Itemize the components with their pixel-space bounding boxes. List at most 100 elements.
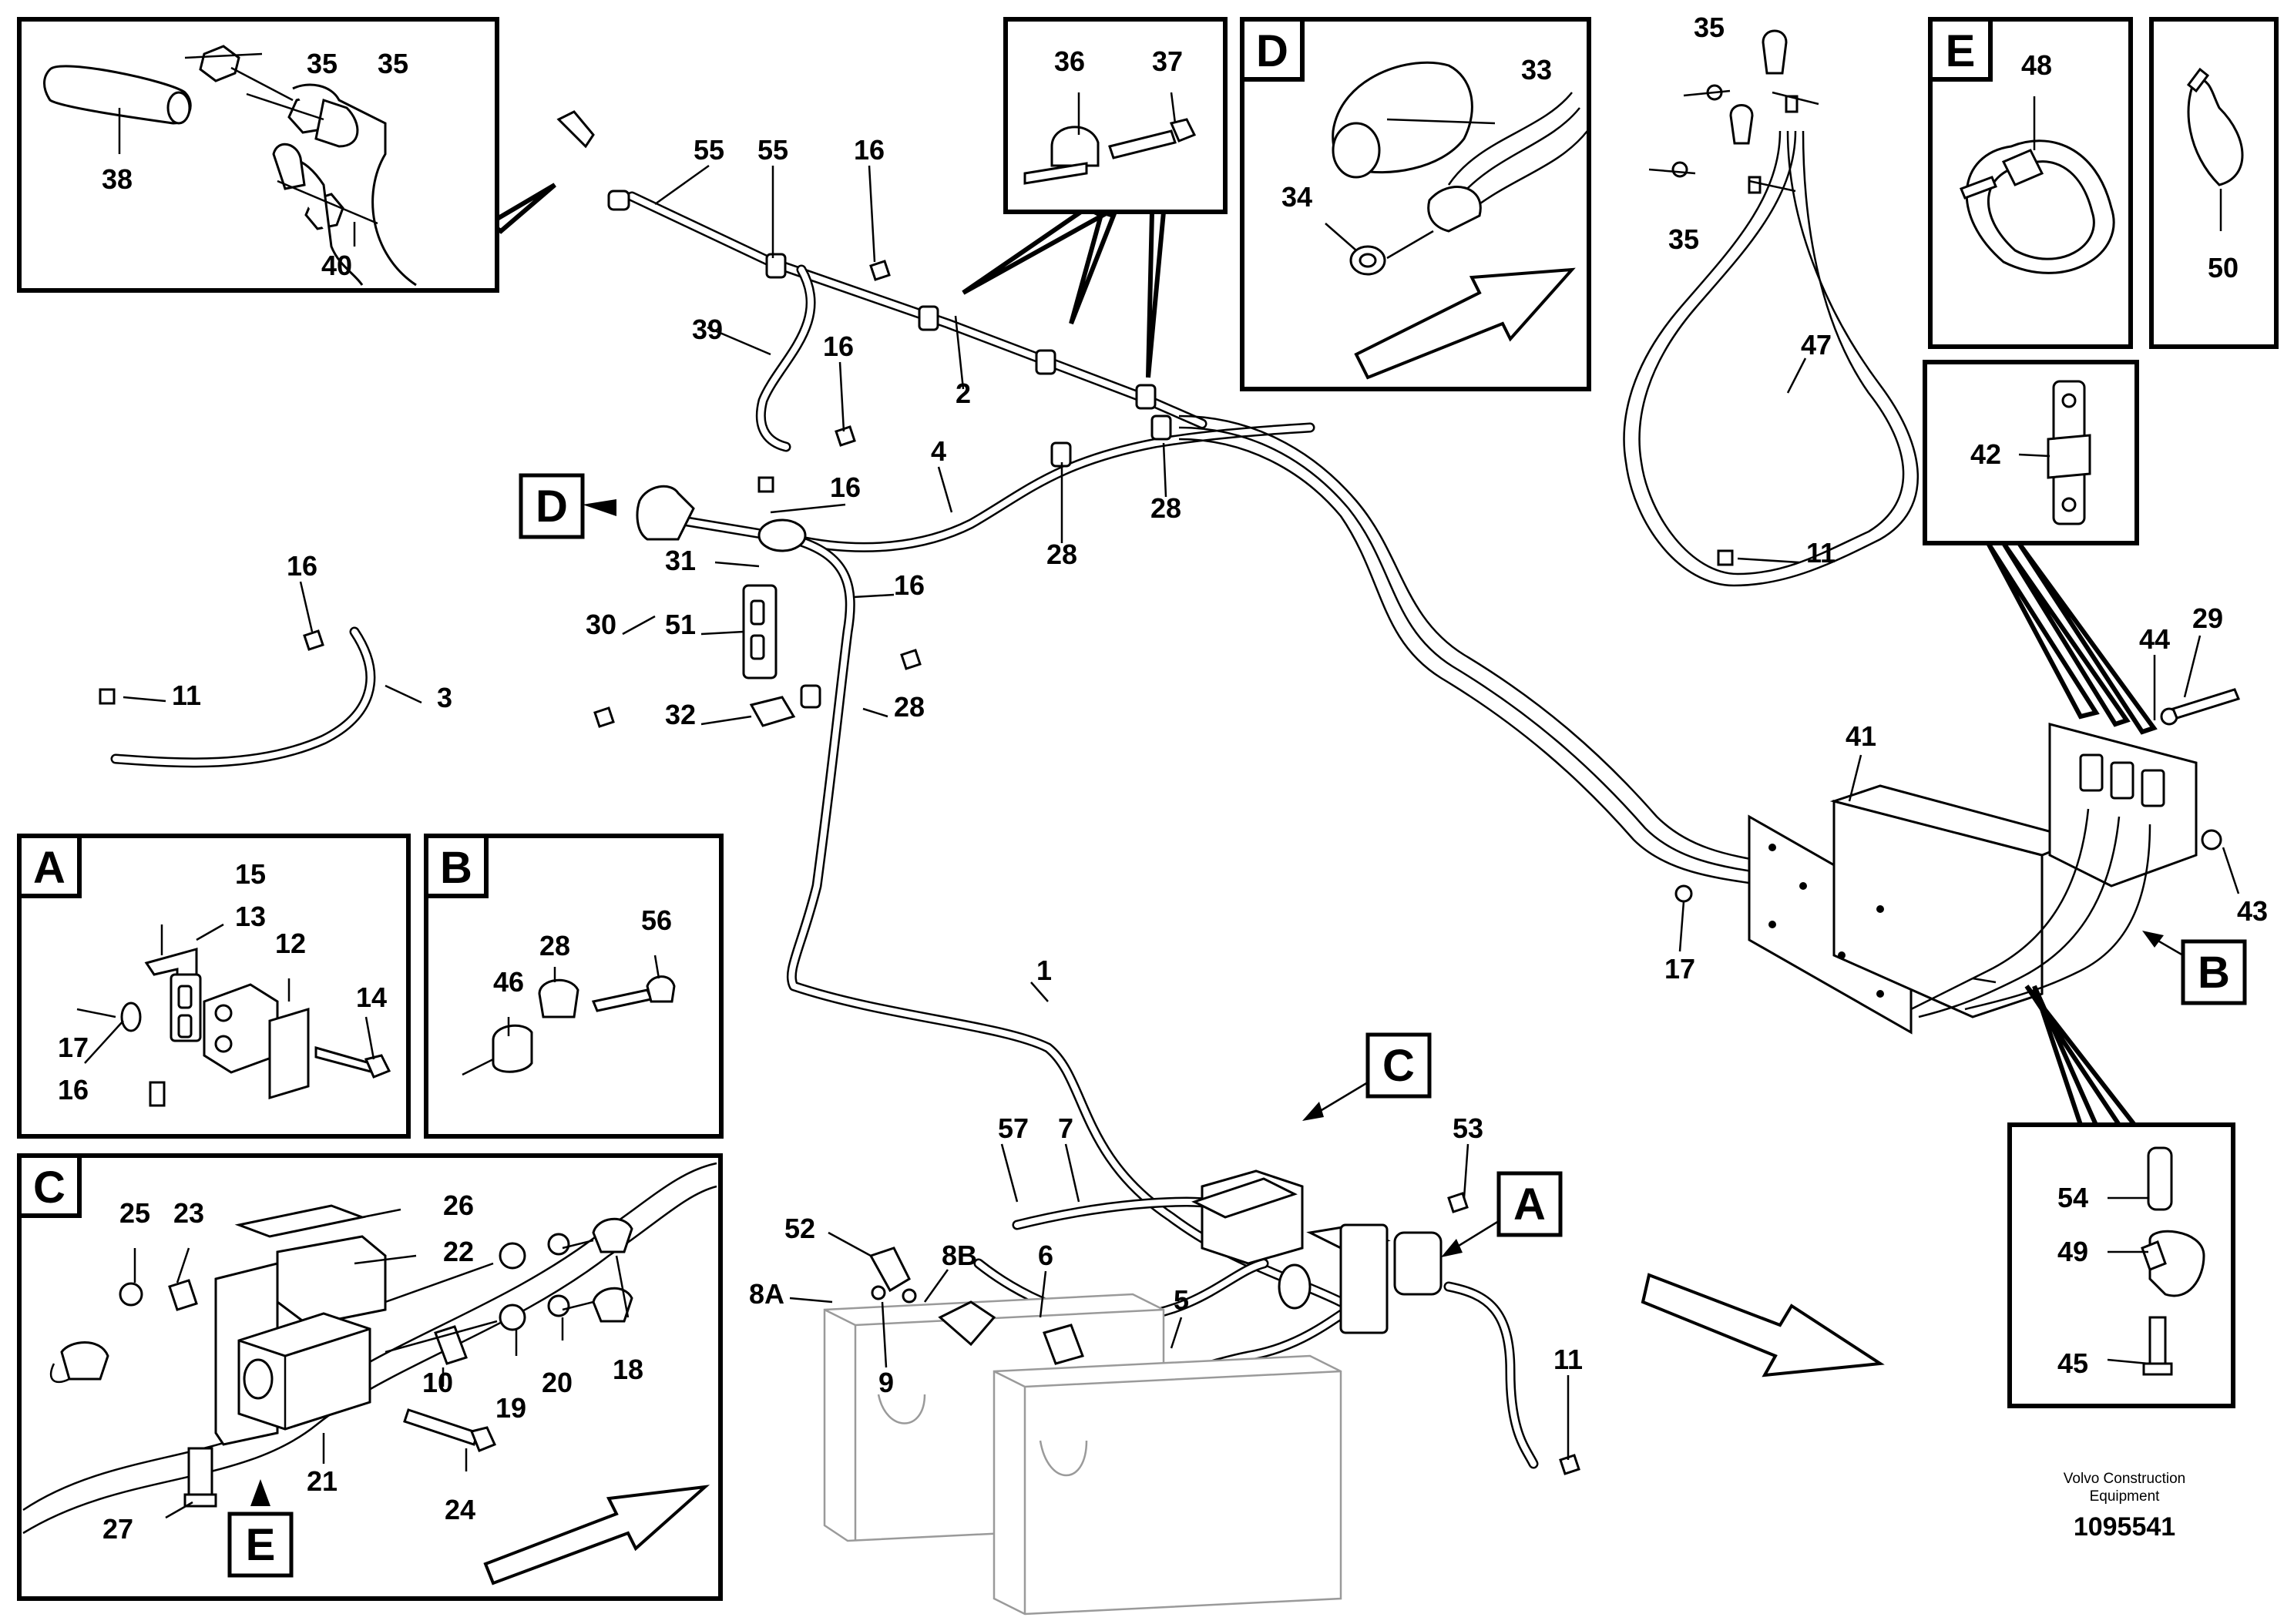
label-50: 50 [2208,252,2239,284]
label-12: 12 [275,928,306,959]
part-number-labels: 35 35 38 40 55 55 16 36 37 33 34 35 35 4… [58,12,2268,1545]
callout-b: B [2142,931,2247,1005]
label-32: 32 [665,699,696,730]
detail-50 [2149,17,2279,349]
label-leaders [123,164,2240,1460]
label-16: 16 [823,331,854,362]
loose-parts-top-right [1648,29,1819,194]
label-16: 16 [58,1074,89,1106]
callout-c-letter: C [1382,1041,1415,1091]
callout-a: A [1441,1171,1563,1257]
label-14: 14 [356,981,387,1013]
label-17: 17 [1664,953,1695,985]
label-19: 19 [495,1392,526,1424]
label-28: 28 [539,930,570,961]
label-7: 7 [1058,1112,1073,1144]
label-10: 10 [422,1367,453,1398]
detail-clamp-36-37 [1003,17,1228,214]
label-35: 35 [378,48,408,79]
label-49: 49 [2057,1236,2088,1267]
label-11: 11 [1553,1344,1583,1375]
company-name-line2: Equipment [2090,1488,2161,1505]
label-21: 21 [307,1465,338,1497]
label-39: 39 [692,314,723,345]
label-34: 34 [1281,181,1312,213]
callout-b-letter: B [2198,948,2230,998]
label-11: 11 [172,679,201,711]
detail-54-49-45 [2007,1122,2235,1408]
fuse-box-41 [1674,688,2241,1035]
label-41: 41 [1846,720,1876,752]
label-2: 2 [956,377,971,409]
detail-b-letter: B [440,843,472,893]
label-28: 28 [1046,539,1077,570]
label-36: 36 [1054,45,1085,77]
label-25: 25 [119,1197,150,1229]
label-52: 52 [784,1213,815,1244]
label-43: 43 [2237,895,2268,927]
label-37: 37 [1152,45,1183,77]
callout-e-detail: E [227,1479,294,1578]
label-26: 26 [443,1189,474,1221]
label-35: 35 [1694,12,1725,43]
label-44: 44 [2139,623,2170,655]
label-24: 24 [445,1494,475,1525]
label-16: 16 [287,550,317,582]
direction-arrow [1641,1273,1885,1377]
detail-b: B [424,834,724,1139]
label-16: 16 [830,471,861,503]
label-57: 57 [998,1112,1029,1144]
document-number: 1095541 [2074,1512,2175,1542]
label-27: 27 [102,1513,133,1545]
detail-a-letter: A [33,843,65,893]
label-16: 16 [854,134,885,166]
callout-d: D [519,473,616,539]
label-35: 35 [307,48,338,79]
detail-c: C [17,1153,723,1601]
label-35: 35 [1668,223,1699,255]
label-48: 48 [2021,49,2052,81]
callout-d-letter: D [536,481,568,532]
label-46: 46 [493,966,524,998]
label-3: 3 [437,682,452,713]
label-51: 51 [665,609,696,640]
footer: Volvo Construction Equipment 1095541 [2064,1471,2185,1542]
detail-d-letter: D [1256,26,1288,76]
label-28: 28 [894,691,925,723]
label-55: 55 [694,134,724,166]
label-42: 42 [1970,438,2001,470]
label-22: 22 [443,1236,474,1267]
label-54: 54 [2057,1182,2088,1213]
label-40: 40 [321,250,352,281]
callout-e-letter: E [246,1520,276,1570]
label-8a: 8A [749,1278,784,1310]
label-8b: 8B [942,1240,977,1271]
label-13: 13 [235,901,266,932]
label-16: 16 [894,569,925,601]
label-20: 20 [542,1367,573,1398]
label-1: 1 [1036,955,1052,986]
label-56: 56 [641,904,672,936]
company-name-line1: Volvo Construction [2064,1471,2185,1487]
label-31: 31 [665,545,696,576]
detail-d: D [1240,17,1591,391]
label-47: 47 [1801,329,1832,361]
detail-c-letter: C [33,1163,65,1213]
callout-c: C [1302,1032,1432,1121]
detail-a: A [17,834,411,1139]
label-33: 33 [1521,54,1552,86]
label-5: 5 [1174,1284,1189,1316]
detail-42 [1923,360,2139,545]
label-30: 30 [586,609,616,640]
label-18: 18 [613,1354,643,1385]
callout-a-letter: A [1513,1179,1546,1230]
batteries [823,1169,1443,1616]
detail-e-letter: E [1946,26,1976,76]
label-6: 6 [1038,1240,1053,1271]
label-55: 55 [757,134,788,166]
label-4: 4 [931,435,946,467]
label-11: 11 [1806,537,1836,569]
label-23: 23 [173,1197,204,1229]
